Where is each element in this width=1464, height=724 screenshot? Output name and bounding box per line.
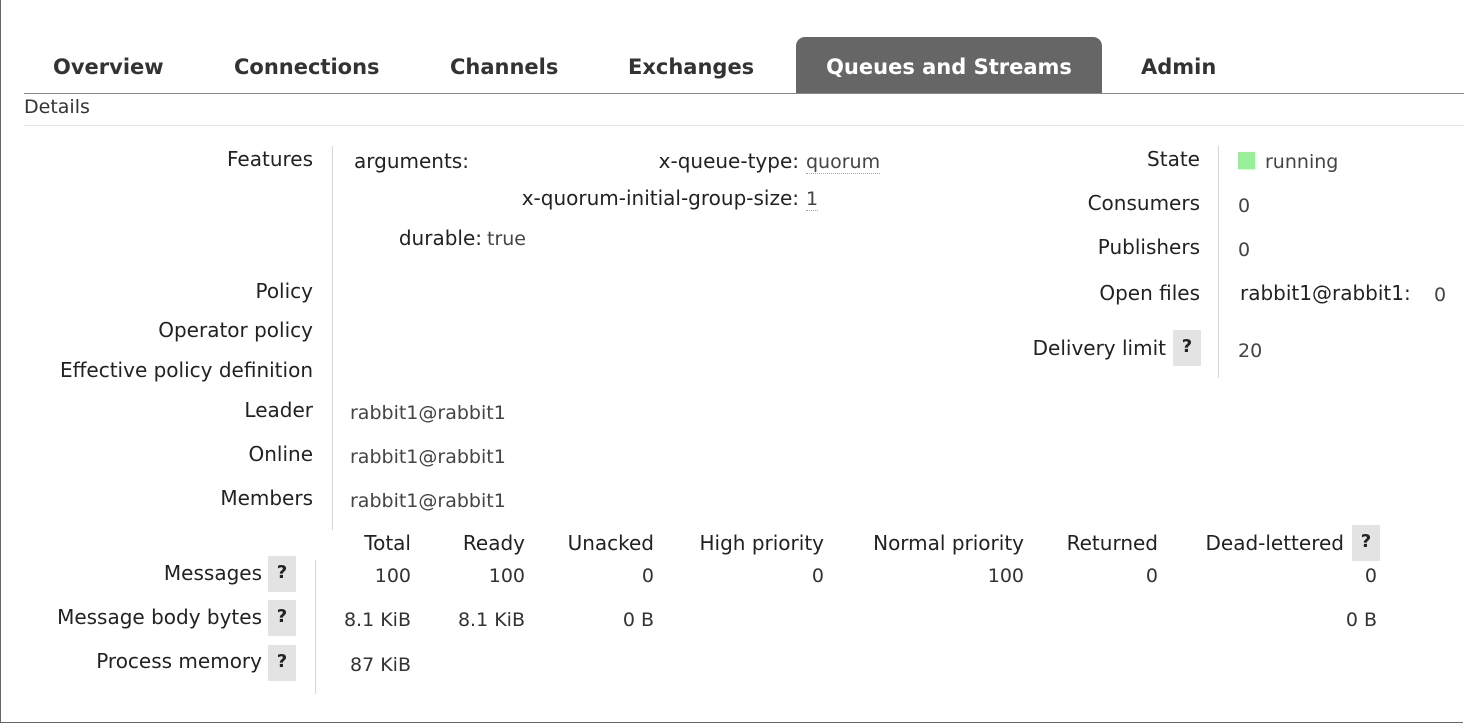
main-tabs: Overview Connections Channels Exchanges … [24, 37, 1464, 94]
column-header-unacked: Unacked [567, 531, 654, 555]
table-cell: 100 [987, 565, 1024, 587]
table-cell: 0 B [1345, 609, 1377, 631]
column-header-total: Total [364, 531, 411, 555]
table-cell: 8.1 KiB [457, 609, 525, 631]
publishers-label: Publishers [1097, 235, 1200, 259]
tab-queues-and-streams[interactable]: Queues and Streams [796, 37, 1102, 93]
state-label: State [1147, 147, 1200, 171]
status-divider [1218, 146, 1219, 378]
tab-admin[interactable]: Admin [1141, 55, 1217, 79]
leader-value: rabbit1@rabbit1 [350, 402, 506, 424]
messages-help-icon[interactable]: ? [268, 556, 296, 592]
table-cell: 0 [1364, 565, 1377, 587]
durable-value: true [487, 228, 526, 250]
table-divider [315, 560, 316, 694]
arguments-label: arguments: [354, 149, 469, 173]
argument-value: quorum [806, 151, 881, 174]
table-cell: 100 [374, 565, 411, 587]
members-value: rabbit1@rabbit1 [350, 490, 506, 512]
publishers-value: 0 [1238, 239, 1251, 261]
consumers-label: Consumers [1087, 191, 1200, 215]
online-label: Online [248, 442, 313, 466]
policy-label: Policy [255, 279, 313, 303]
argument-key: x-queue-type: [658, 149, 799, 173]
table-cell: 87 KiB [350, 654, 411, 676]
column-header-high-priority: High priority [699, 531, 825, 555]
table-cell: 0 [811, 565, 824, 587]
operator-policy-label: Operator policy [158, 318, 313, 342]
row-label-process-memory: Process memory [96, 649, 262, 673]
column-header-ready: Ready [462, 531, 525, 555]
column-header-returned: Returned [1066, 531, 1158, 555]
open-files-node: rabbit1@rabbit1: [1240, 281, 1411, 305]
argument-key: x-quorum-initial-group-size: [521, 186, 799, 210]
message-body-bytes-help-icon[interactable]: ? [268, 600, 296, 636]
table-cell: 0 [1145, 565, 1158, 587]
state-indicator-icon [1238, 152, 1255, 169]
state-value: running [1265, 151, 1339, 173]
column-header-dead-lettered: Dead-lettered [1205, 531, 1344, 555]
leader-label: Leader [244, 398, 313, 422]
dead-lettered-help-icon[interactable]: ? [1352, 525, 1380, 561]
consumers-value: 0 [1238, 195, 1251, 217]
table-cell: 100 [488, 565, 525, 587]
details-divider [332, 146, 333, 530]
open-files-label: Open files [1099, 281, 1200, 305]
features-label: Features [227, 147, 313, 171]
section-title: Details [24, 96, 90, 118]
delivery-limit-label: Delivery limit [1032, 336, 1166, 360]
process-memory-help-icon[interactable]: ? [268, 645, 296, 681]
row-label-message-body-bytes: Message body bytes [57, 605, 262, 629]
delivery-limit-value: 20 [1238, 340, 1263, 362]
members-label: Members [220, 486, 313, 510]
column-header-normal-priority: Normal priority [873, 531, 1024, 555]
table-cell: 0 B [622, 609, 654, 631]
tab-connections[interactable]: Connections [234, 55, 380, 79]
tab-channels[interactable]: Channels [450, 55, 559, 79]
row-label-messages: Messages [163, 561, 262, 585]
tab-overview[interactable]: Overview [53, 55, 164, 79]
table-cell: 8.1 KiB [343, 609, 411, 631]
delivery-limit-help-icon[interactable]: ? [1173, 330, 1201, 366]
table-cell: 0 [641, 565, 654, 587]
effective-policy-label: Effective policy definition [60, 358, 313, 382]
open-files-value: 0 [1434, 284, 1447, 306]
tab-exchanges[interactable]: Exchanges [628, 55, 755, 79]
section-divider [24, 125, 1464, 126]
online-value: rabbit1@rabbit1 [350, 446, 506, 468]
argument-value: 1 [806, 188, 819, 211]
durable-key: durable: [398, 226, 482, 250]
